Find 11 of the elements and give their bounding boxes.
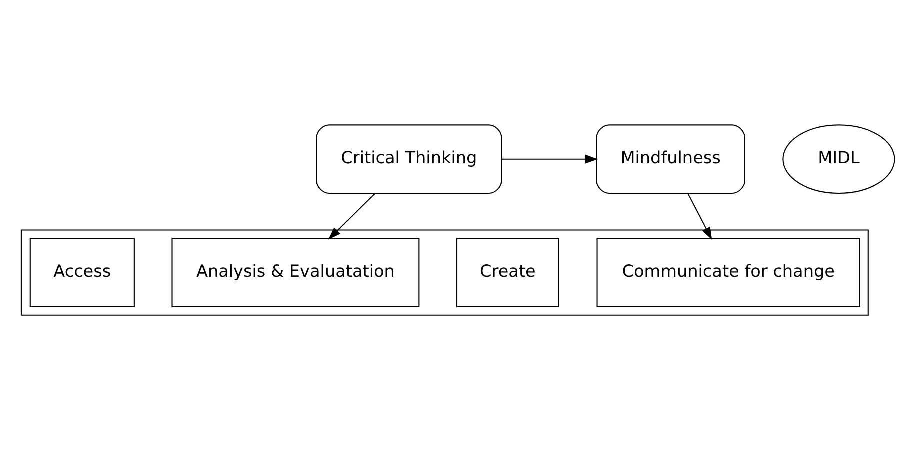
node-box: Communicate for change (596, 238, 860, 308)
arrow (502, 154, 598, 164)
node-box: Critical Thinking (316, 124, 502, 194)
node-box: Create (456, 238, 560, 308)
node-box: Analysis & Evaluatation (172, 238, 420, 308)
arrow (328, 193, 376, 240)
cluster (20, 230, 869, 316)
node-ellipse: MIDL (782, 124, 896, 194)
node-box: Mindfulness (596, 124, 746, 194)
arrow (688, 193, 712, 240)
node-box: Access (30, 238, 135, 308)
